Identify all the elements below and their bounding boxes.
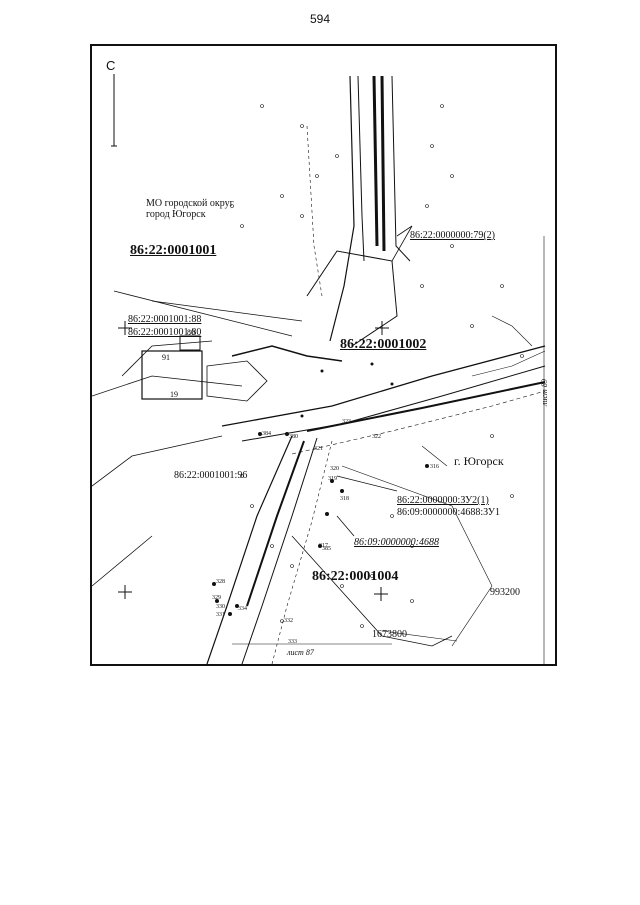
- parcel-mark: 91: [162, 353, 170, 362]
- road-edge-right: [391, 75, 411, 262]
- boundary-bottom: [381, 630, 458, 642]
- point-number: 317: [319, 543, 328, 549]
- parcel-label-0001002: 86:22:0001002: [340, 337, 427, 352]
- road-double-line-2: [380, 75, 386, 252]
- building-small: [179, 335, 201, 351]
- boundary-left: [92, 375, 243, 397]
- parcel-label-zu2: 86:22:0000000:ЗУ2(1): [397, 495, 489, 506]
- parcel-1002-boundary: [306, 250, 398, 347]
- cadastral-map: С МО городской округ город Югорск 86:22:…: [90, 44, 557, 666]
- main-road-lower: [241, 365, 546, 442]
- point-number: 331: [216, 612, 225, 618]
- point-number: 384: [262, 431, 271, 437]
- point-number: 321: [314, 446, 323, 452]
- road-double-line-1: [372, 75, 379, 247]
- parcel-label-0001004: 86:22:0001004: [312, 569, 399, 584]
- sheet-label-right: лист 89: [540, 379, 549, 406]
- point-number: 329: [212, 595, 221, 601]
- grid-cross-top-left: [118, 321, 132, 335]
- point-number: 319: [328, 476, 337, 482]
- boundary-inner-se: [341, 465, 493, 647]
- parcel-label-1001-96: 86:22:0001001:96: [174, 470, 248, 481]
- parcel-label-4688: 86:09:0000000:4688: [354, 537, 439, 548]
- cable-line-2: [151, 300, 303, 322]
- parcel-mark: 80: [187, 328, 195, 337]
- point-number: 318: [340, 496, 349, 502]
- point-number: 316: [430, 464, 439, 470]
- parcel-79-leader: [391, 225, 413, 262]
- pipe-line: [231, 345, 343, 362]
- road-edge-inner-left: [357, 75, 365, 262]
- coordinate-easting: 993200: [490, 587, 520, 598]
- building-main: [141, 350, 203, 400]
- parcel-mark: 19: [170, 390, 178, 399]
- grid-cross-top-right: [375, 321, 389, 335]
- survey-points: [212, 362, 429, 616]
- point-number: 320: [330, 466, 339, 472]
- parcel-outline: [206, 360, 268, 402]
- boundary-left-lower: [92, 435, 223, 487]
- north-marker: С: [106, 58, 116, 73]
- south-road-left: [206, 435, 293, 664]
- cable-line-1: [113, 290, 293, 337]
- point-number: 333: [288, 639, 297, 645]
- leader-4688: [336, 515, 355, 537]
- coordinate-northing: 1673800: [372, 629, 407, 640]
- right-line-2: [491, 315, 533, 347]
- boundary-sw: [92, 535, 153, 587]
- municipality-label: МО городской округ город Югорск: [146, 198, 234, 220]
- leader-zu: [336, 475, 398, 492]
- point-number: 330: [216, 604, 225, 610]
- point-number: 380: [289, 434, 298, 440]
- point-number: 322: [372, 434, 381, 440]
- road-dashed: [306, 125, 323, 297]
- point-number: 385: [322, 546, 331, 552]
- point-number: 334: [238, 606, 247, 612]
- parcel-label-1001-88: 86:22:0001001:88: [128, 314, 202, 325]
- city-label: г. Югорск: [454, 454, 504, 468]
- leader-city: [421, 445, 448, 467]
- south-road-thick: [246, 440, 305, 607]
- point-number: 332: [284, 618, 293, 624]
- right-line-1: [471, 350, 546, 377]
- boundary-se: [291, 535, 453, 647]
- sheet-label-bottom: лист 87: [287, 648, 314, 657]
- page-number: 594: [309, 12, 331, 26]
- map-drawing: [92, 74, 546, 664]
- south-road-right: [241, 437, 318, 664]
- parcel-label-0001001: 86:22:0001001: [130, 243, 217, 258]
- parcel-label-79: 86:22:0000000:79(2): [410, 230, 495, 241]
- road-edge-left: [329, 75, 355, 342]
- point-number: 323: [342, 419, 351, 425]
- parcel-edge: [121, 340, 213, 377]
- south-road-dashed: [271, 440, 333, 664]
- parcel-label-zu1: 86:09:0000000:4688:ЗУ1: [397, 507, 500, 518]
- point-number: 328: [216, 579, 225, 585]
- main-road-upper: [221, 345, 546, 427]
- grid-cross-bottom-left: [118, 585, 132, 599]
- main-road-thick: [306, 381, 546, 432]
- main-road-dashed: [291, 390, 546, 455]
- parcel-label-1001-80: 86:22:0001001:80: [128, 327, 202, 338]
- scatter-circles: [230, 104, 524, 628]
- grid-cross-bottom-right: [374, 587, 388, 601]
